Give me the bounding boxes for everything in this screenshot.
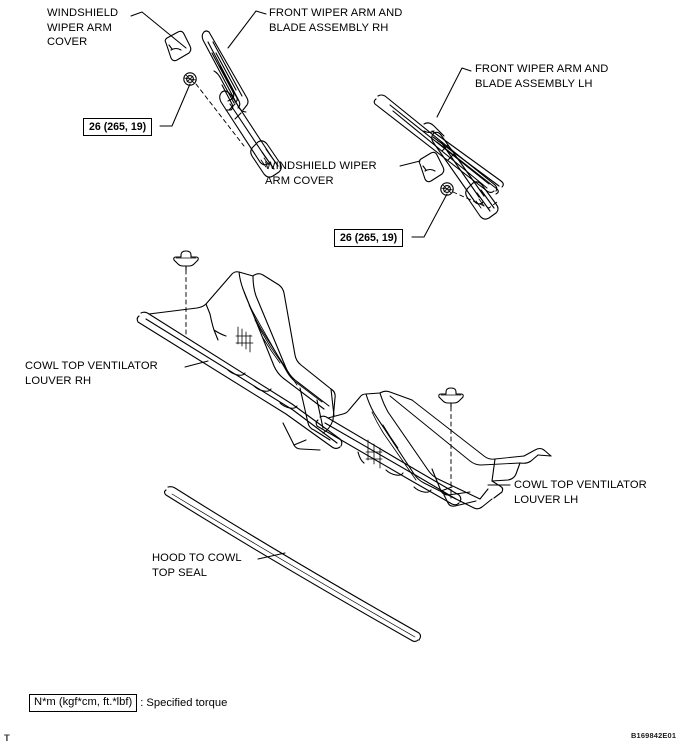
leader-lines [130,10,511,560]
leader-cover-lh [399,160,421,167]
fastener-louver-rh [173,250,199,271]
cowl-top-ventilator-louver-rh-art [136,271,343,451]
assembly-axis-rh [195,83,245,147]
label-hood-to-cowl-top-seal: HOOD TO COWL TOP SEAL [152,552,242,579]
pivot-nut-lh [440,182,454,196]
leader-cover-rh [130,11,187,49]
windshield-wiper-arm-cover-lh-art [418,151,445,183]
torque-callout-lh: 26 (265, 19) [334,229,404,247]
front-wiper-arm-blade-assembly-rh-art [201,30,282,178]
front-wiper-arm-blade-assembly-lh-art [373,94,504,220]
label-cowl-top-ventilator-louver-lh: COWL TOP VENTILATOR LOUVER LH [514,479,647,506]
label-windshield-wiper-arm-cover-lh: WINDSHIELD WIPER ARM COVER [265,160,377,187]
assembly-axis-lh [452,191,498,209]
page-corner-mark: T [4,733,10,744]
leader-louver-rh [184,360,209,368]
leader-hood-seal [257,552,286,560]
windshield-wiper-arm-cover-rh-art [164,30,192,62]
legend-description: : Specified torque [140,696,228,709]
label-front-wiper-arm-blade-lh: FRONT WIPER ARM AND BLADE ASSEMBLY LH [475,63,609,90]
legend-unit-box: N*m (kgf*cm, ft.*lbf) [29,694,138,712]
legend-specified-torque: N*m (kgf*cm, ft.*lbf) : Specified torque [29,694,227,712]
cowl-top-ventilator-louver-lh-art [315,390,552,510]
fastener-louver-lh [438,387,464,408]
leader-torque-lh [411,193,448,238]
leader-torque-rh [159,83,191,127]
leader-arm-rh [227,10,267,49]
document-id-code: B169842E01 [631,731,677,740]
pivot-nut-rh [183,72,197,86]
label-windshield-wiper-arm-cover-rh: WINDSHIELD WIPER ARM COVER [47,7,119,48]
leader-arm-lh [436,67,472,118]
label-front-wiper-arm-blade-rh: FRONT WIPER ARM AND BLADE ASSEMBLY RH [269,7,403,34]
hood-to-cowl-top-seal-art [163,486,422,643]
torque-callout-rh: 26 (265, 19) [83,118,153,136]
label-cowl-top-ventilator-louver-rh: COWL TOP VENTILATOR LOUVER RH [25,360,158,387]
